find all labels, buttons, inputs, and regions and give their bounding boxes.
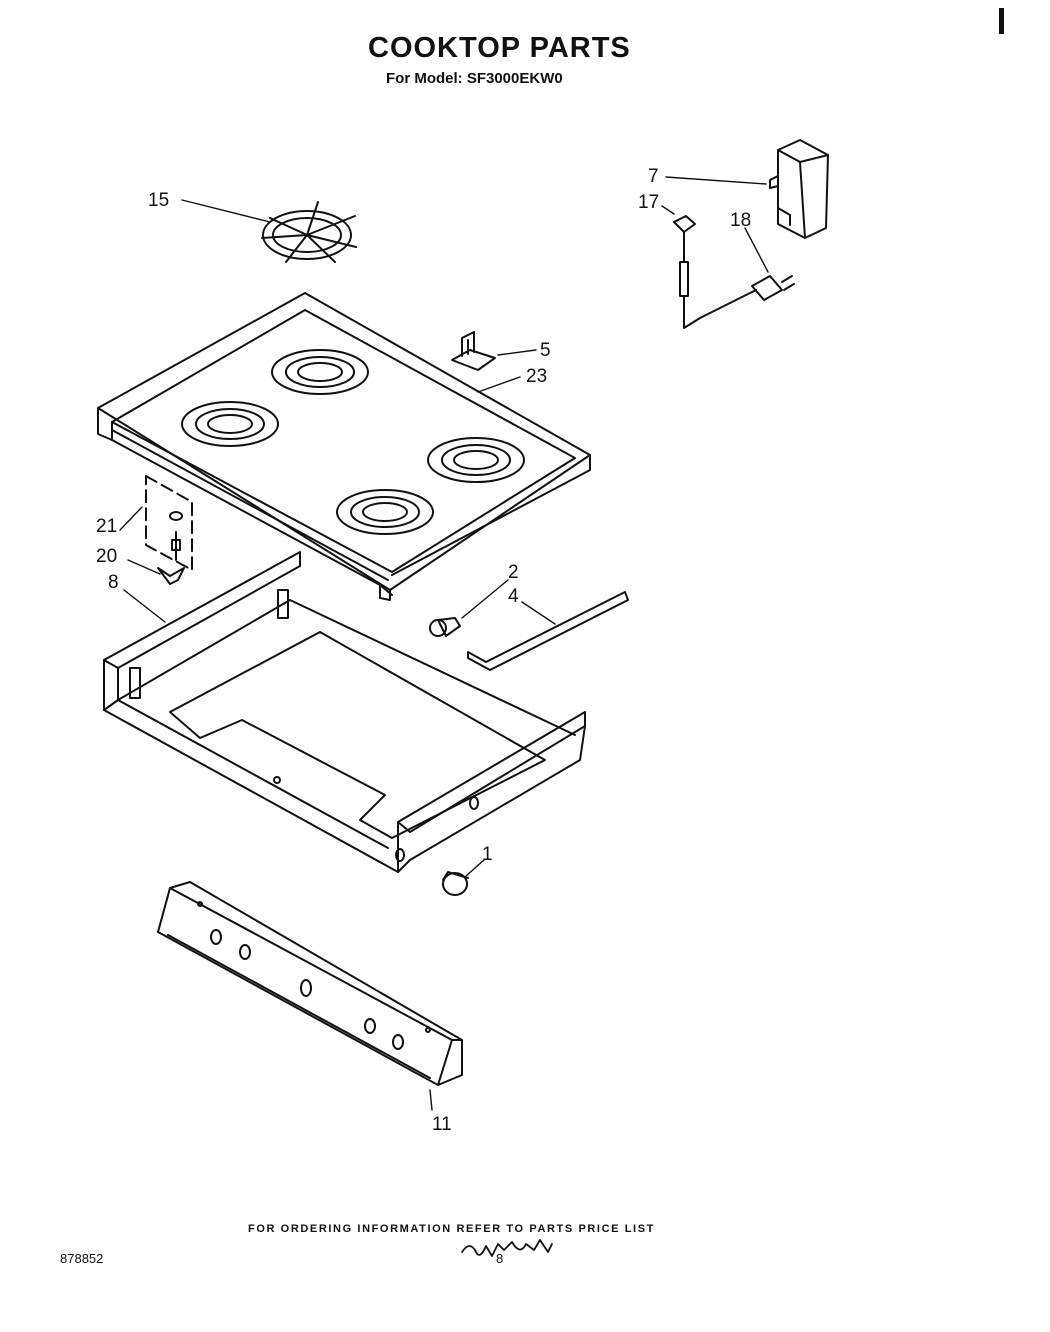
part-23-cooktop: [97, 292, 591, 601]
callout-18: 18: [730, 210, 751, 231]
part-11-control-panel: [157, 881, 463, 1086]
document-number: 878852: [60, 1251, 104, 1266]
part-2-orifice: [429, 617, 461, 637]
callout-11: 11: [432, 1114, 452, 1135]
page-number: 8: [496, 1251, 504, 1266]
callout-21: 21: [96, 516, 117, 537]
callout-17: 17: [638, 192, 659, 213]
corner-registration-mark: [999, 8, 1004, 34]
callout-5: 5: [540, 340, 551, 361]
model-subtitle: For Model: SF3000EKW0: [386, 70, 563, 87]
callout-labels: 15 7 17 18 5 23 21 20 8 2 4 1 11: [96, 166, 751, 1135]
callout-4: 4: [508, 586, 519, 607]
ordering-info-note: FOR ORDERING INFORMATION REFER TO PARTS …: [248, 1223, 655, 1235]
callout-2: 2: [508, 562, 519, 583]
part-15-burner-grate: [261, 201, 357, 263]
handwritten-signature: [461, 1239, 553, 1257]
part-1-knob: [442, 871, 469, 896]
callout-8: 8: [108, 572, 119, 593]
part-7-bracket: [769, 139, 829, 239]
callout-15: 15: [148, 190, 169, 211]
part-17-18-wire-assembly: [673, 215, 795, 329]
leader-lines: [119, 176, 769, 1111]
callout-20: 20: [96, 546, 117, 567]
part-4-tube: [467, 591, 629, 671]
part-20-clip: [157, 567, 185, 585]
callout-23: 23: [526, 366, 547, 387]
part-5-clip: [451, 331, 496, 371]
part-8-burner-box: [103, 551, 586, 873]
callout-1: 1: [482, 844, 493, 865]
callout-7: 7: [648, 166, 659, 187]
page-title: COOKTOP PARTS: [368, 32, 631, 64]
part-21-panel: [145, 475, 193, 571]
